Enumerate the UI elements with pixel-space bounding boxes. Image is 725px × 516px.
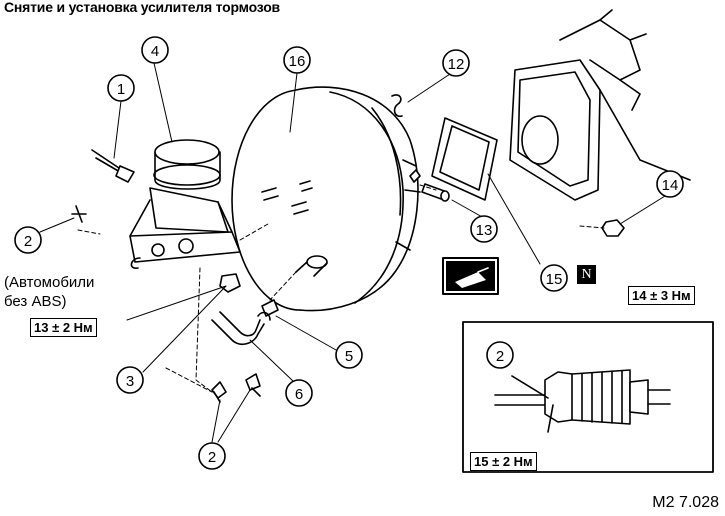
svg-text:16: 16 — [289, 53, 306, 70]
gasket — [431, 117, 498, 201]
new-part-badge: N — [577, 265, 596, 284]
svg-text:1: 1 — [117, 81, 125, 98]
callout-1: 1 — [107, 74, 135, 102]
torque-label-13: 13 ± 2 Нм — [30, 318, 97, 337]
svg-text:6: 6 — [295, 386, 303, 403]
leader-lines — [39, 62, 666, 443]
torque-label-15: 15 ± 2 Нм — [470, 452, 537, 471]
callout-15: 15 — [540, 264, 568, 292]
clevis-pin — [409, 169, 421, 183]
abs-note-line-2: без ABS) — [4, 293, 67, 310]
sealant-icon — [442, 257, 499, 295]
svg-text:2: 2 — [208, 449, 216, 466]
mounting-bracket — [509, 9, 691, 201]
svg-text:2: 2 — [496, 348, 504, 365]
callout-2-bottom: 2 — [198, 442, 226, 470]
callout-6: 6 — [285, 379, 313, 407]
svg-text:14: 14 — [662, 177, 679, 194]
callout-14: 14 — [656, 170, 684, 198]
torque-label-14: 14 ± 3 Нм — [628, 286, 695, 305]
svg-text:3: 3 — [126, 373, 134, 390]
abs-note: (Автомобили без ABS) — [4, 273, 94, 311]
brake-booster — [231, 86, 421, 312]
svg-text:4: 4 — [151, 43, 159, 60]
brake-lines — [71, 149, 261, 403]
callout-12: 12 — [442, 49, 470, 77]
svg-text:2: 2 — [24, 233, 32, 250]
abs-note-line-1: (Автомобили — [4, 274, 95, 291]
callout-16: 16 — [283, 46, 311, 74]
svg-text:12: 12 — [448, 56, 465, 73]
sleeve — [421, 183, 450, 202]
callout-2-inset: 2 — [486, 341, 514, 369]
callout-3: 3 — [116, 366, 144, 394]
vacuum-hose — [211, 299, 279, 346]
callout-2-left: 2 — [14, 226, 42, 254]
clip — [391, 94, 403, 118]
svg-text:5: 5 — [345, 348, 353, 365]
callout-5: 5 — [335, 341, 363, 369]
callout-13-right: 13 — [470, 215, 498, 243]
svg-text:15: 15 — [546, 271, 563, 288]
master-cylinder — [129, 139, 241, 269]
nut — [601, 219, 625, 237]
svg-text:13: 13 — [476, 222, 493, 239]
callout-4: 4 — [141, 36, 169, 64]
page-title: Снятие и установка усилителя тормозов — [4, 0, 280, 15]
figure-code: M2 7.028 — [652, 494, 719, 511]
